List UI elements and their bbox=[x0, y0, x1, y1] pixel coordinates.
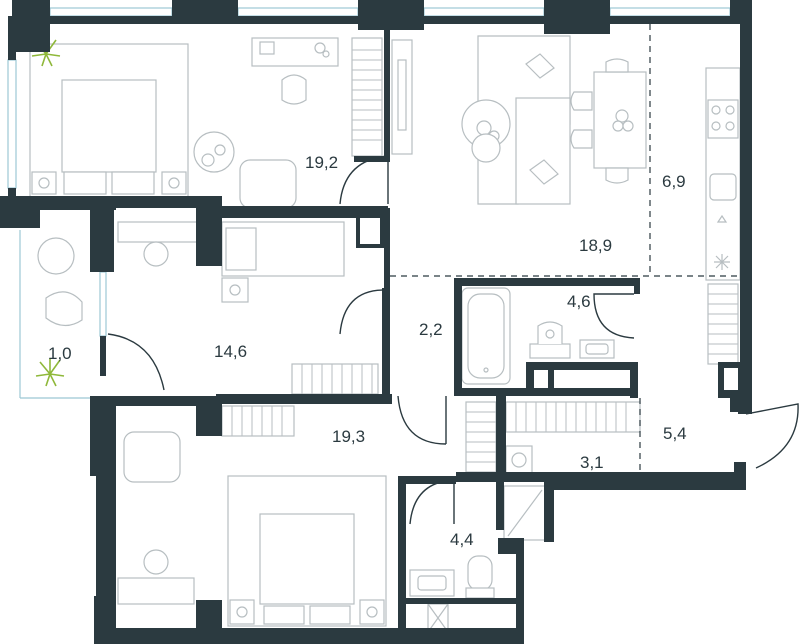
toilet-tank bbox=[529, 343, 571, 359]
toilet bbox=[467, 555, 493, 591]
stove bbox=[707, 99, 739, 139]
doors bbox=[107, 155, 799, 525]
wardrobe-3 bbox=[221, 405, 295, 437]
bed-blanket-1 bbox=[61, 79, 157, 173]
walls bbox=[0, 0, 752, 644]
area-label-corridor: 2,2 bbox=[419, 320, 443, 339]
window bbox=[49, 7, 173, 17]
sink bbox=[709, 173, 737, 201]
area-label-bedroom-3: 19,3 bbox=[332, 427, 365, 446]
plant-icon bbox=[35, 358, 65, 387]
bed-blanket-2 bbox=[259, 513, 355, 605]
area-labels: 19,2 18,9 6,9 4,6 2,2 14,6 1,0 19,3 3,1 … bbox=[48, 153, 687, 549]
armchair bbox=[239, 159, 297, 209]
area-label-bedroom-1: 19,2 bbox=[305, 153, 338, 172]
area-label-kitchen: 6,9 bbox=[662, 172, 686, 191]
wardrobe-1 bbox=[351, 37, 383, 157]
balcony-chair bbox=[45, 291, 83, 327]
area-label-wardrobe: 3,1 bbox=[580, 453, 604, 472]
desk bbox=[117, 577, 195, 605]
door-bedroom-3 bbox=[397, 395, 447, 445]
stool bbox=[143, 241, 169, 267]
window bbox=[99, 271, 107, 337]
area-label-balcony: 1,0 bbox=[48, 344, 72, 363]
stool bbox=[143, 549, 169, 575]
dining-chair bbox=[570, 129, 593, 149]
door-bedroom-1 bbox=[339, 155, 389, 205]
area-label-bathroom-1: 4,6 bbox=[567, 292, 591, 311]
window bbox=[609, 7, 731, 17]
sofa-chaise bbox=[515, 97, 571, 205]
pillow bbox=[111, 171, 155, 195]
dining-chair bbox=[570, 91, 593, 111]
dining-chair bbox=[605, 167, 629, 184]
window bbox=[7, 59, 17, 189]
pillow bbox=[63, 171, 107, 195]
window bbox=[423, 7, 545, 17]
armchair bbox=[123, 431, 181, 483]
wardrobe-4 bbox=[505, 401, 641, 433]
wardrobe-2 bbox=[291, 363, 379, 395]
balcony-table bbox=[37, 237, 75, 275]
door-entrance bbox=[745, 403, 799, 469]
door-bathroom-1 bbox=[593, 293, 635, 339]
desk bbox=[117, 221, 199, 243]
round-table bbox=[193, 131, 235, 173]
dining-chair bbox=[605, 58, 629, 73]
door-bedroom-2 bbox=[339, 289, 385, 335]
area-label-hall: 5,4 bbox=[663, 424, 687, 443]
door-balcony bbox=[107, 333, 165, 391]
door-bathroom-2 bbox=[409, 479, 455, 525]
chair bbox=[281, 74, 307, 105]
area-label-bathroom-2: 4,4 bbox=[450, 530, 474, 549]
window bbox=[237, 7, 359, 17]
area-label-bedroom-2: 14,6 bbox=[214, 342, 247, 361]
nightstand bbox=[359, 599, 385, 625]
area-label-living-room: 18,9 bbox=[579, 236, 612, 255]
